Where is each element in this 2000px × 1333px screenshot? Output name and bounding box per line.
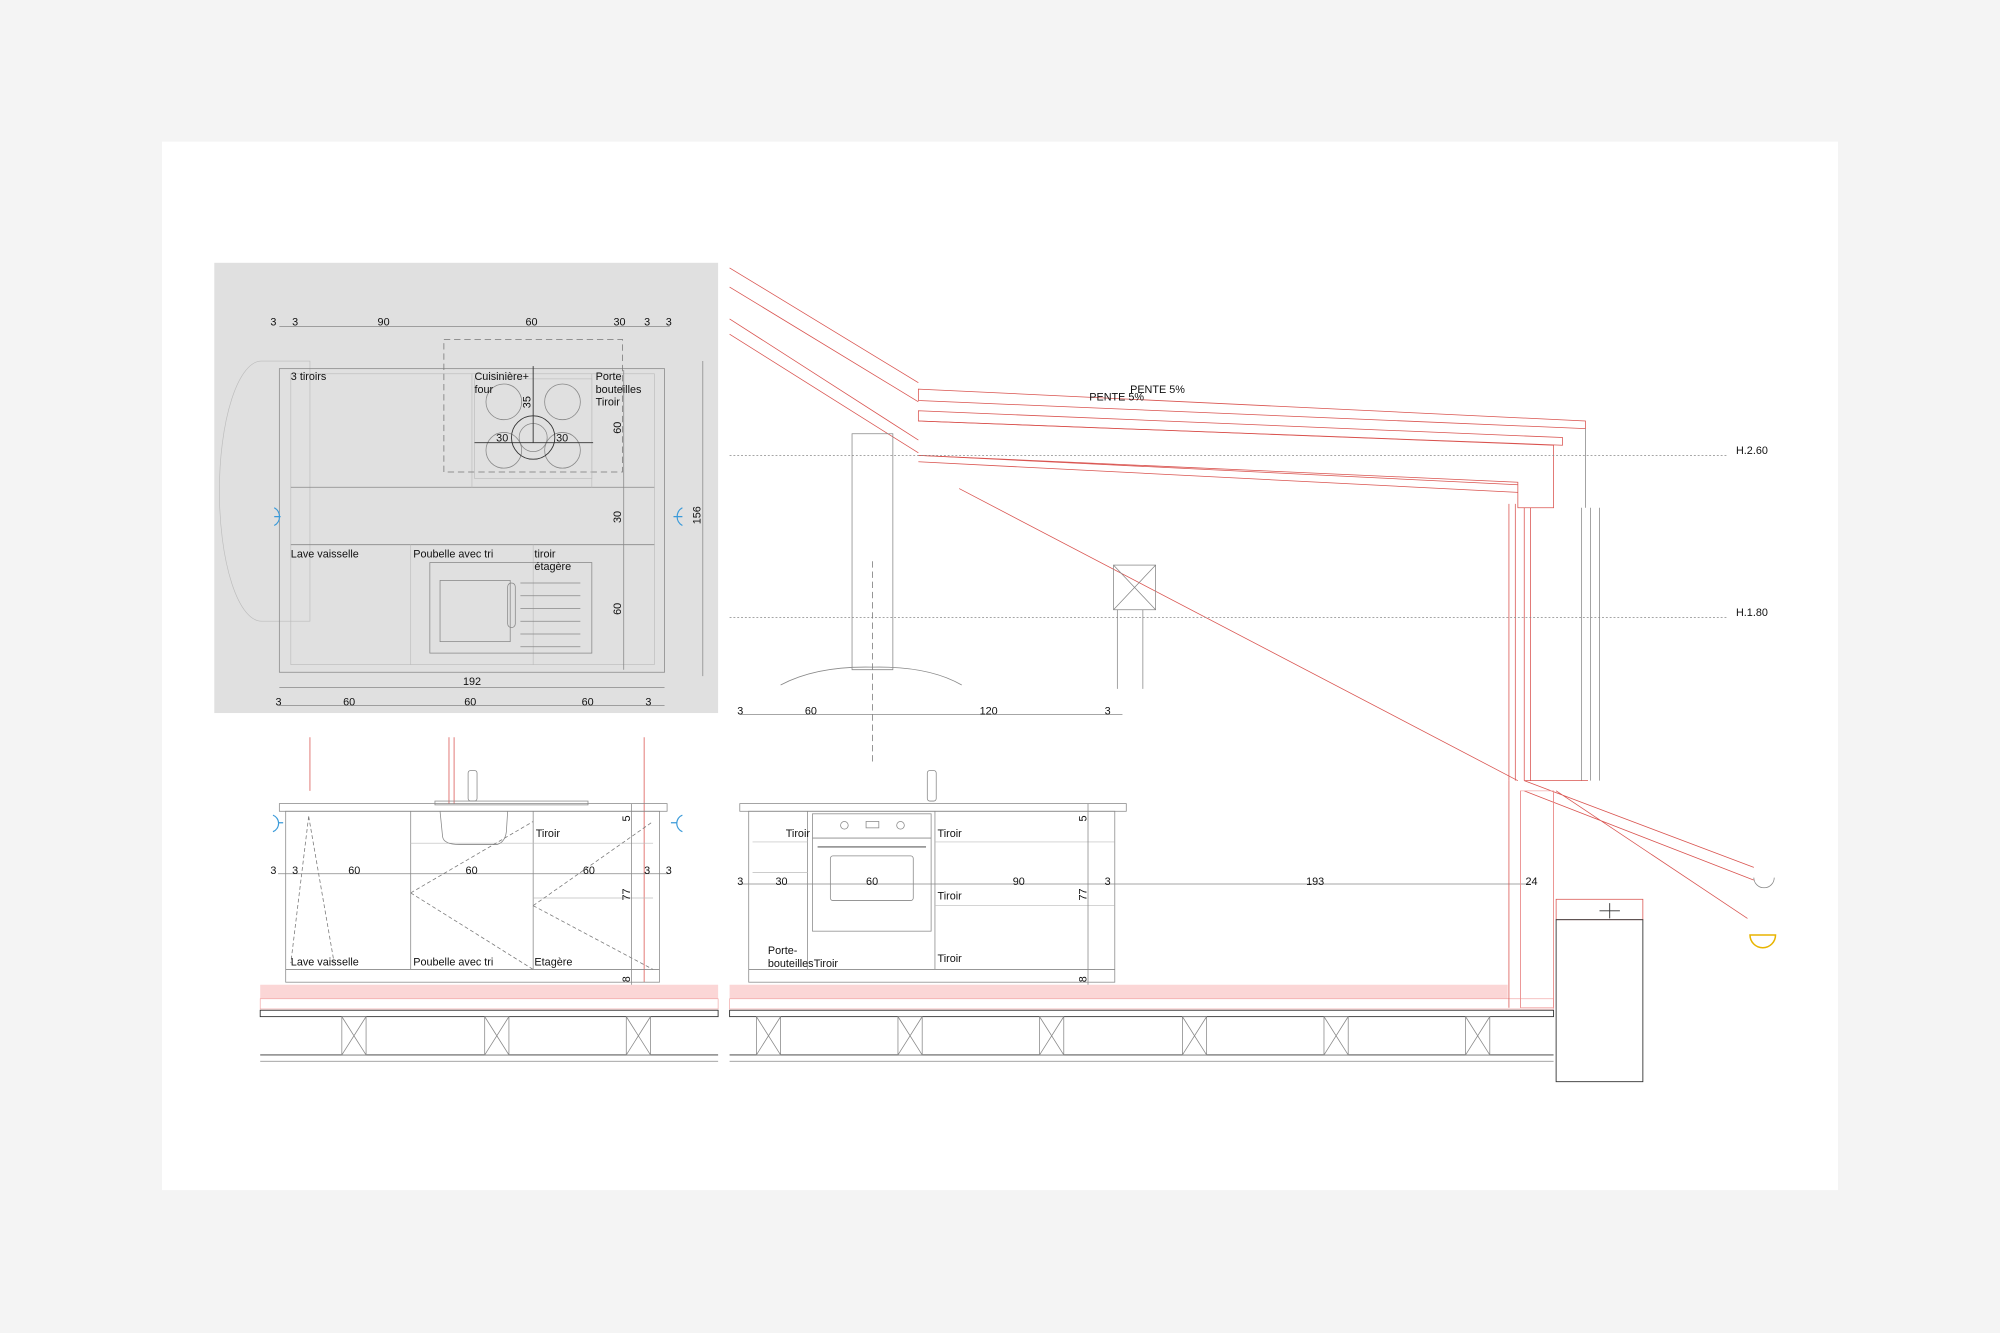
faucet — [467, 770, 478, 802]
dim: 60 — [348, 865, 360, 877]
elevation-sink-side: 3 3 60 60 60 3 3 5 77 8 Tiroir Lave vais… — [270, 737, 683, 985]
oven — [812, 813, 932, 932]
slope-label: PENTE 5% — [1089, 392, 1144, 404]
dim: 60 — [612, 422, 624, 434]
burner — [485, 432, 523, 469]
masonry-wall — [1555, 919, 1644, 1083]
door-swing-icon — [673, 507, 683, 527]
gutter-icon — [1749, 934, 1777, 949]
label: Porte- — [768, 945, 798, 957]
label: Tiroir — [938, 828, 963, 840]
oven-window — [829, 855, 914, 901]
dim: 3 — [666, 865, 672, 877]
dim: 60 — [583, 865, 595, 877]
burner — [544, 432, 581, 469]
kitchen-plan: 3 3 90 60 30 3 3 192 3 60 60 60 3 60 30 … — [214, 262, 719, 714]
dim: 30 — [496, 432, 508, 444]
label: Lave vaisselle — [291, 548, 359, 560]
dim: 5 — [1078, 815, 1090, 821]
dim: 3 — [1105, 705, 1111, 717]
dim: 30 — [614, 316, 626, 328]
door-swing-icon — [670, 814, 683, 833]
dim: 5 — [621, 815, 633, 821]
dim: 60 — [343, 696, 355, 708]
dim: 30 — [776, 876, 788, 888]
dim: 3 — [644, 865, 650, 877]
dim: 24 — [1526, 876, 1538, 888]
sink — [429, 562, 593, 654]
slope-label: PENTE 5% — [1130, 384, 1185, 396]
dim-depth: 156 — [691, 506, 703, 524]
dim: 3 — [270, 865, 276, 877]
label: tiroir — [534, 548, 555, 560]
label: bouteilles — [596, 384, 642, 396]
label: four — [474, 384, 493, 396]
sink-basin — [439, 811, 509, 845]
dim: 3 — [666, 316, 672, 328]
level-label: H.2.60 — [1736, 445, 1768, 457]
dim: 3 — [292, 865, 298, 877]
dim: 60 — [466, 865, 478, 877]
dim: 3 — [737, 876, 743, 888]
dim: 3 — [292, 316, 298, 328]
dim: 120 — [980, 705, 998, 717]
label: Tiroir — [938, 890, 963, 902]
door-swing-icon — [272, 814, 284, 833]
dim: 3 — [737, 705, 743, 717]
label: Tiroir — [814, 958, 839, 970]
burner — [485, 383, 523, 421]
dim: 3 — [645, 696, 651, 708]
label: Lave vaisselle — [291, 957, 359, 969]
door-swing-left — [219, 360, 311, 622]
label: Porte — [596, 371, 622, 383]
dim: 60 — [612, 603, 624, 615]
level-label: H.1.80 — [1736, 607, 1768, 619]
dim: 3 — [276, 696, 282, 708]
faucet — [926, 770, 937, 802]
dim: 77 — [1078, 889, 1090, 901]
dim: 3 — [270, 316, 276, 328]
dim: 30 — [612, 511, 624, 523]
hood-outline — [443, 338, 623, 473]
label: Tiroir — [938, 953, 963, 965]
dim: 77 — [621, 889, 633, 901]
dim: 90 — [378, 316, 390, 328]
label: 3 tiroirs — [291, 371, 327, 383]
dim: 30 — [556, 432, 568, 444]
label: Poubelle avec tri — [413, 957, 493, 969]
label: Tiroir — [596, 397, 621, 409]
dim: 35 — [522, 396, 534, 408]
dim: 60 — [464, 696, 476, 708]
dim: 60 — [866, 876, 878, 888]
roof-section: H.2.60 H.1.80 PENTE 5% PENTE 5% 3 60 120… — [729, 267, 1777, 1083]
label: Cuisinière+ — [474, 371, 528, 383]
dim: 90 — [1013, 876, 1025, 888]
dim: 60 — [526, 316, 538, 328]
label: Etagère — [534, 957, 572, 969]
label: étagère — [534, 561, 571, 573]
label: bouteilles — [768, 958, 814, 970]
floor-structure — [259, 984, 1555, 1062]
dim: 60 — [582, 696, 594, 708]
dim: 193 — [1306, 876, 1324, 888]
sight-line — [959, 488, 1519, 781]
door-swing-icon — [273, 507, 281, 527]
vent-box — [1113, 564, 1156, 611]
dim: 8 — [1078, 976, 1090, 982]
dim: 3 — [644, 316, 650, 328]
faucet — [507, 582, 516, 628]
dim: 3 — [1105, 876, 1111, 888]
label: Tiroir — [536, 828, 561, 840]
dim: 60 — [805, 705, 817, 717]
label: Poubelle avec tri — [413, 548, 493, 560]
burner — [544, 383, 581, 421]
label: Tiroir — [786, 828, 811, 840]
dim: 8 — [621, 976, 633, 982]
dim-total: 192 — [463, 676, 481, 688]
elevation-oven-side: 3 30 60 90 3 193 24 5 77 8 Tiroir Tiroir… — [737, 770, 1538, 985]
